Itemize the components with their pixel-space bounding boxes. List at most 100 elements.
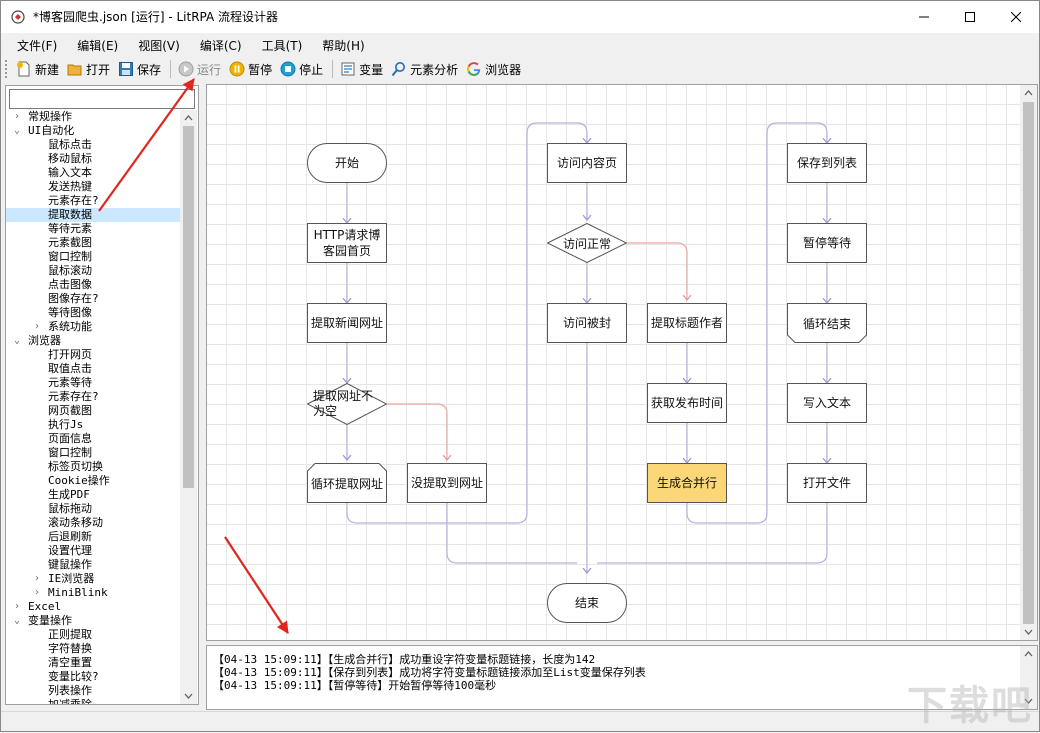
- log-scrollbar[interactable]: [1020, 646, 1037, 709]
- flow-node-pause-wait[interactable]: 暂停等待: [787, 223, 867, 263]
- flow-node-write-text[interactable]: 写入文本: [787, 383, 867, 423]
- tree-item[interactable]: 元素等待: [6, 376, 180, 390]
- expand-chevron-icon[interactable]: ›: [33, 587, 41, 598]
- tree-item[interactable]: 窗口控制: [6, 446, 180, 460]
- tree-item[interactable]: ⌄浏览器: [6, 334, 180, 348]
- scrollbar-thumb[interactable]: [1023, 102, 1034, 624]
- flow-node-extract-title[interactable]: 提取标题作者: [647, 303, 727, 343]
- tree-item[interactable]: 等待图像: [6, 306, 180, 320]
- tree-item[interactable]: 鼠标拖动: [6, 502, 180, 516]
- scroll-down-icon[interactable]: [180, 688, 197, 704]
- flow-node-urls-not-empty[interactable]: 提取网址不为空: [307, 383, 387, 425]
- flow-node-save-list[interactable]: 保存到列表: [787, 143, 867, 183]
- collapse-chevron-icon[interactable]: ⌄: [13, 125, 21, 136]
- tree-item[interactable]: 等待元素: [6, 222, 180, 236]
- tree-item[interactable]: 元素存在?: [6, 390, 180, 404]
- element-analysis-button[interactable]: 元素分析: [388, 58, 461, 80]
- flow-node-blocked[interactable]: 访问被封: [547, 303, 627, 343]
- tree-item[interactable]: 鼠标点击: [6, 138, 180, 152]
- canvas-scrollbar[interactable]: [1020, 85, 1037, 640]
- expand-chevron-icon[interactable]: ›: [33, 573, 41, 584]
- flow-node-open-file[interactable]: 打开文件: [787, 463, 867, 503]
- tree-item[interactable]: 元素截图: [6, 236, 180, 250]
- expand-chevron-icon[interactable]: ›: [13, 111, 21, 122]
- collapse-chevron-icon[interactable]: ⌄: [13, 615, 21, 626]
- flow-node-extract-urls[interactable]: 提取新闻网址: [307, 303, 387, 343]
- flow-node-start[interactable]: 开始: [307, 143, 387, 183]
- activity-tree-scrollbar[interactable]: [180, 110, 197, 704]
- tree-item[interactable]: 滚动条移动: [6, 516, 180, 530]
- minimize-button[interactable]: [901, 1, 947, 33]
- stop-button[interactable]: 停止: [277, 58, 326, 80]
- tree-item[interactable]: 正则提取: [6, 628, 180, 642]
- tree-item[interactable]: 点击图像: [6, 278, 180, 292]
- tree-item[interactable]: 发送热键: [6, 180, 180, 194]
- pause-button[interactable]: 暂停: [226, 58, 275, 80]
- menu-tools[interactable]: 工具(T): [261, 39, 303, 53]
- tree-item[interactable]: 元素存在?: [6, 194, 180, 208]
- tree-item[interactable]: 设置代理: [6, 544, 180, 558]
- tree-item-selected[interactable]: 提取数据: [6, 208, 180, 222]
- variables-button[interactable]: 变量: [337, 58, 386, 80]
- tree-item[interactable]: 清空重置: [6, 656, 180, 670]
- collapse-chevron-icon[interactable]: ⌄: [13, 335, 21, 346]
- flow-node-get-time[interactable]: 获取发布时间: [647, 383, 727, 423]
- tree-item[interactable]: ›常规操作: [6, 110, 180, 124]
- flow-node-loop-end[interactable]: 循环结束: [787, 303, 867, 343]
- close-button[interactable]: [993, 1, 1039, 33]
- tree-item[interactable]: 标签页切换: [6, 460, 180, 474]
- tree-item[interactable]: 执行Js: [6, 418, 180, 432]
- run-button[interactable]: 运行: [175, 58, 224, 80]
- toolbar-grip[interactable]: [5, 60, 9, 78]
- tree-item[interactable]: 窗口控制: [6, 250, 180, 264]
- tree-item[interactable]: ›Excel: [6, 600, 180, 614]
- scroll-up-icon[interactable]: [1020, 85, 1037, 101]
- menu-file[interactable]: 文件(F): [17, 39, 58, 53]
- tree-item[interactable]: 移动鼠标: [6, 152, 180, 166]
- tree-item[interactable]: ⌄UI自动化: [6, 124, 180, 138]
- flow-canvas[interactable]: 开始 HTTP请求博客园首页 提取新闻网址 提取网址不为空 循环提取网址 没提取…: [206, 84, 1038, 641]
- save-button[interactable]: 保存: [115, 58, 164, 80]
- scroll-down-icon[interactable]: [1020, 624, 1037, 640]
- tree-item[interactable]: ›IE浏览器: [6, 572, 180, 586]
- tree-item[interactable]: ›系统功能: [6, 320, 180, 334]
- tree-item[interactable]: ⌄变量操作: [6, 614, 180, 628]
- tree-item[interactable]: Cookie操作: [6, 474, 180, 488]
- browser-button[interactable]: 浏览器: [463, 58, 524, 80]
- flow-node-visit-page[interactable]: 访问内容页: [547, 143, 627, 183]
- flow-node-http-request[interactable]: HTTP请求博客园首页: [307, 223, 387, 263]
- flow-node-visit-ok[interactable]: 访问正常: [547, 223, 627, 263]
- tree-item[interactable]: 字符替换: [6, 642, 180, 656]
- flow-node-end[interactable]: 结束: [547, 583, 627, 623]
- tree-item[interactable]: 打开网页: [6, 348, 180, 362]
- flow-node-no-urls[interactable]: 没提取到网址: [407, 463, 487, 503]
- maximize-button[interactable]: [947, 1, 993, 33]
- tree-item[interactable]: 键鼠操作: [6, 558, 180, 572]
- tree-item[interactable]: 输入文本: [6, 166, 180, 180]
- tree-item[interactable]: 生成PDF: [6, 488, 180, 502]
- scroll-up-icon[interactable]: [1020, 646, 1037, 662]
- new-button[interactable]: 新建: [13, 58, 62, 80]
- tree-item[interactable]: 网页截图: [6, 404, 180, 418]
- open-button[interactable]: 打开: [64, 58, 113, 80]
- scrollbar-thumb[interactable]: [183, 126, 194, 488]
- tree-item[interactable]: 后退刷新: [6, 530, 180, 544]
- tree-item[interactable]: 变量比较?: [6, 670, 180, 684]
- menu-help[interactable]: 帮助(H): [322, 39, 365, 53]
- tree-item[interactable]: 列表操作: [6, 684, 180, 698]
- flow-node-loop-urls[interactable]: 循环提取网址: [307, 463, 387, 503]
- scroll-down-icon[interactable]: [1020, 693, 1037, 709]
- flow-node-merge-row[interactable]: 生成合并行: [647, 463, 727, 503]
- tree-item[interactable]: 页面信息: [6, 432, 180, 446]
- tree-item[interactable]: 图像存在?: [6, 292, 180, 306]
- tree-item[interactable]: ›MiniBlink: [6, 586, 180, 600]
- expand-chevron-icon[interactable]: ›: [33, 321, 41, 332]
- expand-chevron-icon[interactable]: ›: [13, 601, 21, 612]
- menu-compile[interactable]: 编译(C): [199, 39, 242, 53]
- tree-item[interactable]: 鼠标滚动: [6, 264, 180, 278]
- menu-view[interactable]: 视图(V): [138, 39, 180, 53]
- activity-search-input[interactable]: [9, 89, 195, 109]
- tree-item[interactable]: 取值点击: [6, 362, 180, 376]
- tree-item[interactable]: 加减乘除: [6, 698, 180, 704]
- menu-edit[interactable]: 编辑(E): [77, 39, 119, 53]
